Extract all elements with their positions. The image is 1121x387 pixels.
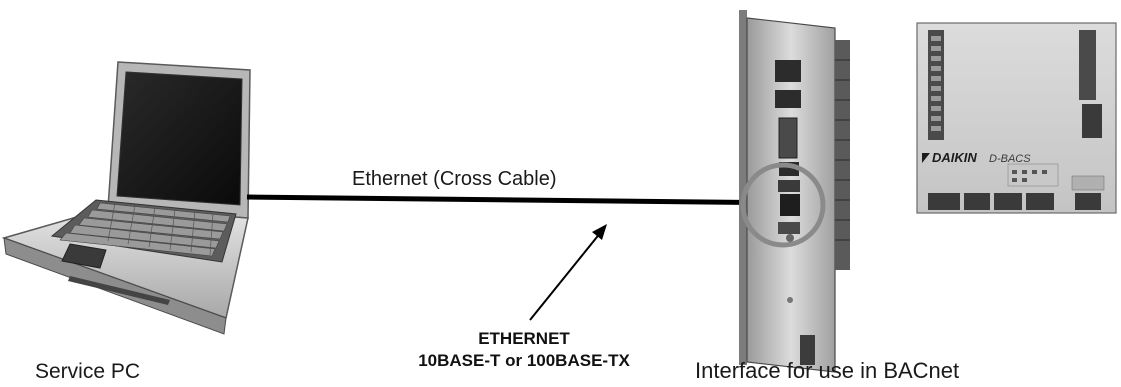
laptop-illustration (1, 61, 251, 335)
ethernet-title: ETHERNET (478, 329, 570, 348)
ethernet-spec: 10BASE-T or 100BASE-TX (418, 351, 630, 370)
daikin-logo: DAIKIN (932, 150, 977, 165)
ethernet-cable (246, 194, 801, 206)
cable-label: Ethernet (Cross Cable) (352, 168, 557, 190)
ethernet-spec-label: ETHERNET 10BASE-T or 100BASE-TX (412, 328, 636, 372)
model-name: D-BACS (989, 153, 1031, 165)
bacnet-interface-device (739, 10, 850, 373)
port-highlight-circle (740, 162, 826, 248)
pointer-arrow (529, 224, 607, 321)
service-pc-label: Service PC (35, 360, 141, 383)
interface-label: Interface for use in BACnet (695, 358, 960, 383)
bacnet-interface-front-panel: DAIKIN D-BACS (916, 22, 1117, 214)
keyboard-keys (59, 202, 231, 257)
